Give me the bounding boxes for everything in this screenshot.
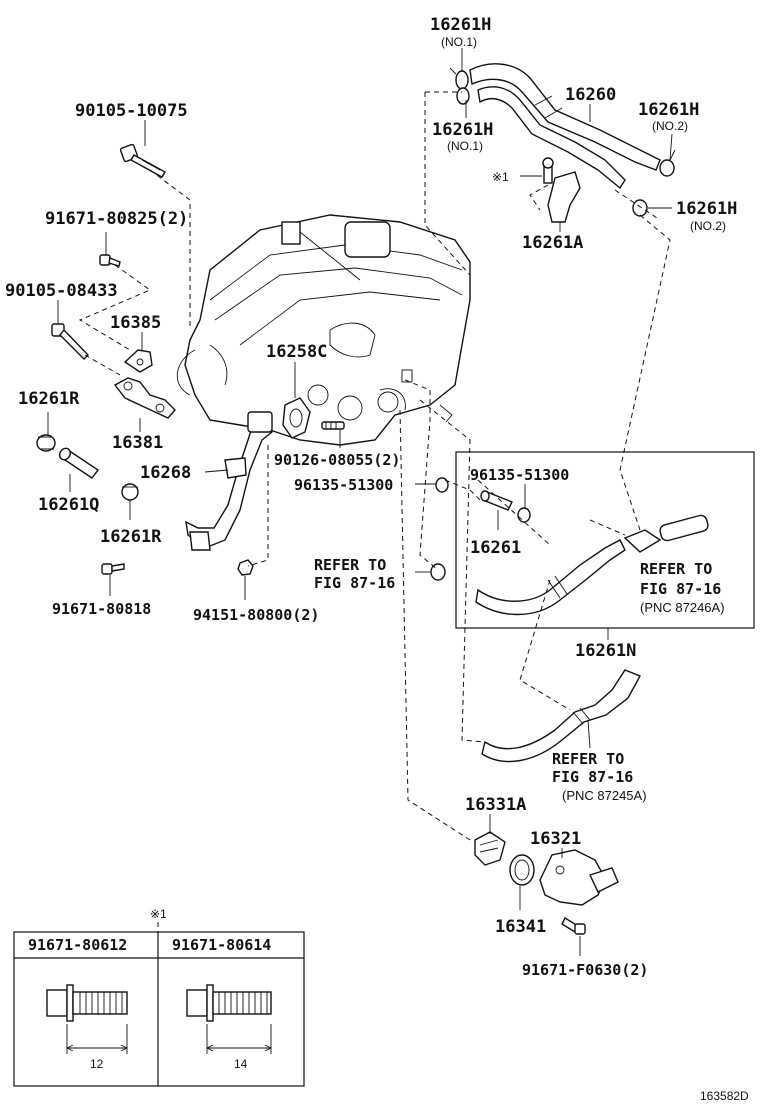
- clamp-16261H-no1-top: [449, 67, 469, 90]
- label-refer-bottom-2: FIG 87-16: [552, 768, 633, 786]
- label-90126-08055: 90126-08055(2): [274, 451, 400, 469]
- stud-90126-08055: [321, 421, 345, 430]
- diagram-code: 163582D: [700, 1089, 749, 1103]
- label-16261H-r2: 16261H: [676, 199, 737, 219]
- engine-block: [176, 214, 471, 446]
- note-mark: ※1: [492, 170, 509, 184]
- clamp-16261H-no1-mid: [456, 87, 470, 105]
- fitting-right: [623, 514, 709, 553]
- bolt-table: ※1 91671-80612 91671-80614 12: [13, 907, 305, 1087]
- label-96135-51300-b: 96135-51300: [470, 466, 569, 484]
- label-94151-80800: 94151-80800(2): [193, 606, 319, 624]
- clamp-refer-left: [430, 563, 446, 581]
- gasket-16258C: [282, 397, 311, 439]
- bolt-91671-80818: [101, 563, 125, 575]
- table-col1: 91671-80612: [28, 936, 127, 954]
- label-refer-left-2: FIG 87-16: [314, 574, 395, 592]
- sub-assembly-box: [455, 451, 755, 629]
- pipe-16268: [185, 411, 273, 551]
- label-16381: 16381: [112, 433, 163, 453]
- hose-16261Q: [58, 447, 100, 479]
- bolt-91671-F0630: [561, 917, 586, 935]
- part-labels: 16261H (NO.1) 16261H (NO.1) 16260 16261H…: [5, 15, 749, 1103]
- bolt-drawing-12: 12: [46, 984, 128, 1071]
- clamp-96135-51300-b: [517, 507, 531, 523]
- label-16260: 16260: [565, 85, 616, 105]
- label-16385: 16385: [110, 313, 161, 333]
- dim-12: 12: [90, 1057, 104, 1071]
- label-16261H-r2-sub: (NO.2): [690, 219, 726, 233]
- bracket-16385: [123, 349, 153, 373]
- label-16261H-mid: 16261H: [432, 120, 493, 140]
- hose-16260: [469, 63, 661, 190]
- label-refer-bottom-1: REFER TO: [552, 750, 624, 768]
- label-16261H-top: 16261H: [430, 15, 491, 35]
- clamp-16261H-no2-right2: [632, 199, 648, 217]
- table-col2: 91671-80614: [172, 936, 271, 954]
- label-refer-bottom-3: (PNC 87245A): [562, 788, 647, 803]
- label-refer-left-1: REFER TO: [314, 556, 386, 574]
- label-16331A: 16331A: [465, 795, 526, 815]
- bolt-drawing-14: 14: [186, 984, 272, 1071]
- clamp-96135-51300-a: [435, 477, 449, 493]
- label-16261A: 16261A: [522, 233, 583, 253]
- clamp-16261R-a: [36, 434, 56, 452]
- table-mark: ※1: [150, 907, 167, 921]
- hose-16261N: [481, 669, 641, 763]
- label-16268: 16268: [140, 463, 191, 483]
- clamp-16261R-b: [121, 483, 139, 501]
- label-refer-right-1: REFER TO: [640, 560, 712, 578]
- label-16261Q: 16261Q: [38, 495, 99, 515]
- label-16261: 16261: [470, 538, 521, 558]
- thermostat-16331A: [474, 831, 506, 866]
- leader-lines: [47, 48, 673, 956]
- bolt-90105-08433: [51, 323, 89, 360]
- hose-box: [475, 539, 626, 616]
- gasket-16341: [509, 854, 535, 886]
- dim-14: 14: [234, 1057, 248, 1071]
- label-16261R-a: 16261R: [18, 389, 80, 409]
- label-16261H-r1: 16261H: [638, 100, 699, 120]
- label-16261N: 16261N: [575, 641, 636, 661]
- label-16258C: 16258C: [266, 342, 327, 362]
- label-16261R-b: 16261R: [100, 527, 162, 547]
- bolt-91671-80825: [99, 254, 121, 267]
- dashed-lines: [78, 91, 671, 841]
- bolt-90105-10075: [119, 143, 166, 178]
- label-16341: 16341: [495, 917, 546, 937]
- clamp-16261H-no2-right1: [659, 149, 676, 177]
- bracket-16261A: [542, 157, 581, 223]
- label-90105-10075: 90105-10075: [75, 101, 188, 121]
- label-16261H-mid-sub: (NO.1): [447, 139, 483, 153]
- label-91671-80825: 91671-80825(2): [45, 209, 188, 229]
- label-91671-80818: 91671-80818: [52, 600, 151, 618]
- label-refer-right-3: (PNC 87246A): [640, 600, 725, 615]
- nut-94151-80800: [237, 559, 254, 576]
- label-91671-F0630: 91671-F0630(2): [522, 961, 648, 979]
- label-16261H-r1-sub: (NO.2): [652, 119, 688, 133]
- label-refer-right-2: FIG 87-16: [640, 580, 721, 598]
- label-96135-51300-a: 96135-51300: [294, 476, 393, 494]
- bracket-16381: [113, 377, 176, 419]
- label-90105-08433: 90105-08433: [5, 281, 118, 301]
- label-16261H-top-sub: (NO.1): [441, 35, 477, 49]
- label-16321: 16321: [530, 829, 581, 849]
- housing-16321: [539, 849, 619, 906]
- pipe-16261: [480, 490, 513, 511]
